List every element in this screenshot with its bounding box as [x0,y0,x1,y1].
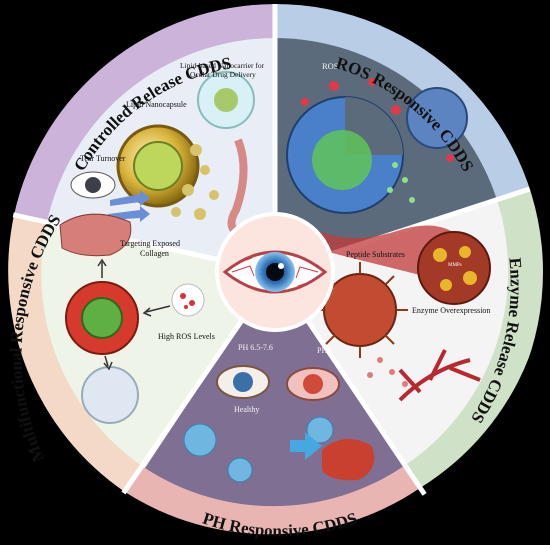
small-eye-pupil [85,177,101,193]
mmps-label: MMPs [448,263,462,268]
tear-turnover-label: Tear Turnover [80,154,126,163]
vessel-network [398,349,481,402]
ros-shell-fragment [406,87,468,149]
multi-illustration [59,213,205,424]
ros-core [312,130,372,190]
ph-arrow [290,432,322,460]
center-eye [215,212,335,332]
high-ros-label: High ROS Levels [158,332,215,341]
ros-molecules [301,78,454,162]
enzyme-illustration [312,231,491,402]
multi-core [81,297,123,339]
peptide-substrates-label: Peptide Substrates [346,250,405,259]
multi-vesicle [81,366,139,424]
lipid-nanocarrier-label-2: Ocular Drug Delivery [190,70,256,79]
lipid-nanocarrier-label-1: Lipid-based Nanocarrier for [180,61,265,70]
multi-arrows [97,258,171,371]
collagen-figure [59,213,132,257]
ros-label: ROS [322,61,339,71]
ph-normal-label: PH 6.5-7.6 [238,343,273,352]
ph-low-label: PH < 6.5 [317,346,346,355]
ph-illustration [183,365,375,483]
targeting-label-1: Targeting Exposed [120,239,180,248]
released-drug [367,357,408,387]
nanocapsule-core [133,141,183,191]
mmp-enzymes [433,246,477,291]
eye-veins [231,257,319,287]
targeting-label-2: Collagen [140,249,169,258]
enzyme-overexpression-label: Enzyme Overexpression [412,306,490,315]
ph-nanoparticles [183,416,334,483]
released-drug [387,162,415,203]
nanocarrier-core [214,88,238,112]
inflamed-eye-iris [303,374,323,394]
healthy-eye-iris [233,372,253,392]
ros-bubble [171,283,205,317]
healthy-label: Healthy [234,405,259,414]
eye-highlight [278,263,284,269]
ros-particles [180,293,195,309]
particles [171,144,219,220]
mmp-cluster [417,231,491,305]
inflamed-tissue [322,438,375,481]
lipid-nanocapsule-label: Lipid Nanocapsule [126,100,187,109]
ros-illustration [286,78,470,275]
